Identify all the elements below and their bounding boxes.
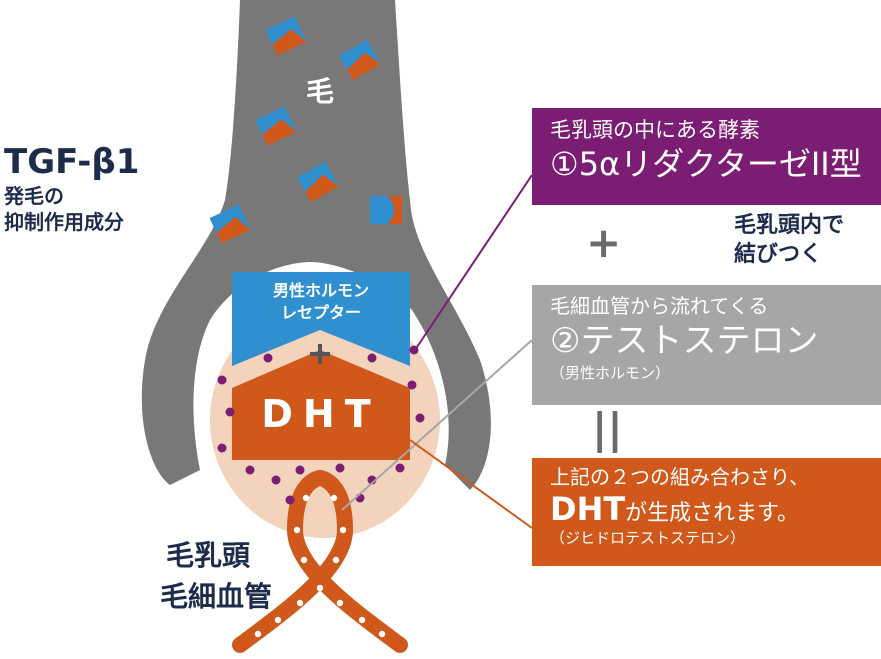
tgf-label-group: TGF-β1 発毛の 抑制作用成分 bbox=[4, 142, 139, 235]
tgf-line2: 抑制作用成分 bbox=[4, 209, 124, 234]
result-connector-line bbox=[409, 439, 533, 529]
bind-note-line2: 結びつく bbox=[734, 241, 823, 267]
dht-label: DHT bbox=[261, 392, 381, 436]
receptor-label-line1: 男性ホルモン bbox=[272, 281, 369, 300]
result-box: 上記の２つの組み合わさり、 DHTが生成されます。 （ジヒドロテストステロン） bbox=[532, 458, 881, 566]
dht-shape bbox=[232, 350, 410, 460]
result-box-line3: （ジヒドロテストステロン） bbox=[550, 528, 746, 547]
capillary-loop bbox=[232, 469, 408, 653]
hormone-chip-icons bbox=[209, 16, 402, 244]
result-box-dht: DHT bbox=[550, 490, 626, 528]
papilla-label: 毛乳頭 bbox=[166, 539, 251, 572]
hair-shaft-shape bbox=[141, 0, 491, 490]
result-box-line2: DHTが生成されます。 bbox=[550, 491, 881, 528]
enzyme-box-line2: ①5αリダクターゼII型 bbox=[550, 145, 862, 184]
equals-sign: || bbox=[592, 404, 623, 453]
result-box-line1: 上記の２つの組み合わさり、 bbox=[550, 465, 810, 489]
testosterone-box: 毛細血管から流れてくる ②テストステロン （男性ホルモン） bbox=[532, 285, 881, 405]
papilla-label-group: 毛乳頭 毛細血管 bbox=[160, 536, 272, 617]
hair-label: 毛 bbox=[306, 75, 335, 108]
receptor-plus-icon bbox=[310, 344, 330, 364]
testosterone-connector-line bbox=[341, 339, 533, 511]
receptor-label-line2: レセプター bbox=[280, 302, 361, 322]
testosterone-box-line2: ②テストステロン bbox=[550, 321, 819, 361]
tgf-line1: 発毛の bbox=[4, 183, 64, 208]
capillary-label: 毛細血管 bbox=[160, 579, 273, 613]
enzyme-box: 毛乳頭の中にある酵素 ①5αリダクターゼII型 bbox=[532, 108, 881, 205]
bind-note-line1: 毛乳頭内で bbox=[734, 213, 845, 238]
capillary-cells bbox=[254, 494, 386, 638]
tgf-title: TGF-β1 bbox=[4, 142, 140, 182]
enzyme-box-line1: 毛乳頭の中にある酵素 bbox=[550, 118, 760, 142]
result-box-line2-rest: が生成されます。 bbox=[625, 501, 799, 526]
enzyme-connector-line bbox=[414, 174, 533, 351]
plus-sign: + bbox=[586, 218, 622, 267]
testosterone-box-line3: （男性ホルモン） bbox=[550, 364, 671, 383]
receptor-label: 男性ホルモン レセプター bbox=[232, 280, 410, 323]
receptor-shape bbox=[232, 272, 410, 366]
testosterone-box-line1: 毛細血管から流れてくる bbox=[550, 294, 769, 318]
bind-note: 毛乳頭内で 結びつく bbox=[734, 212, 844, 269]
